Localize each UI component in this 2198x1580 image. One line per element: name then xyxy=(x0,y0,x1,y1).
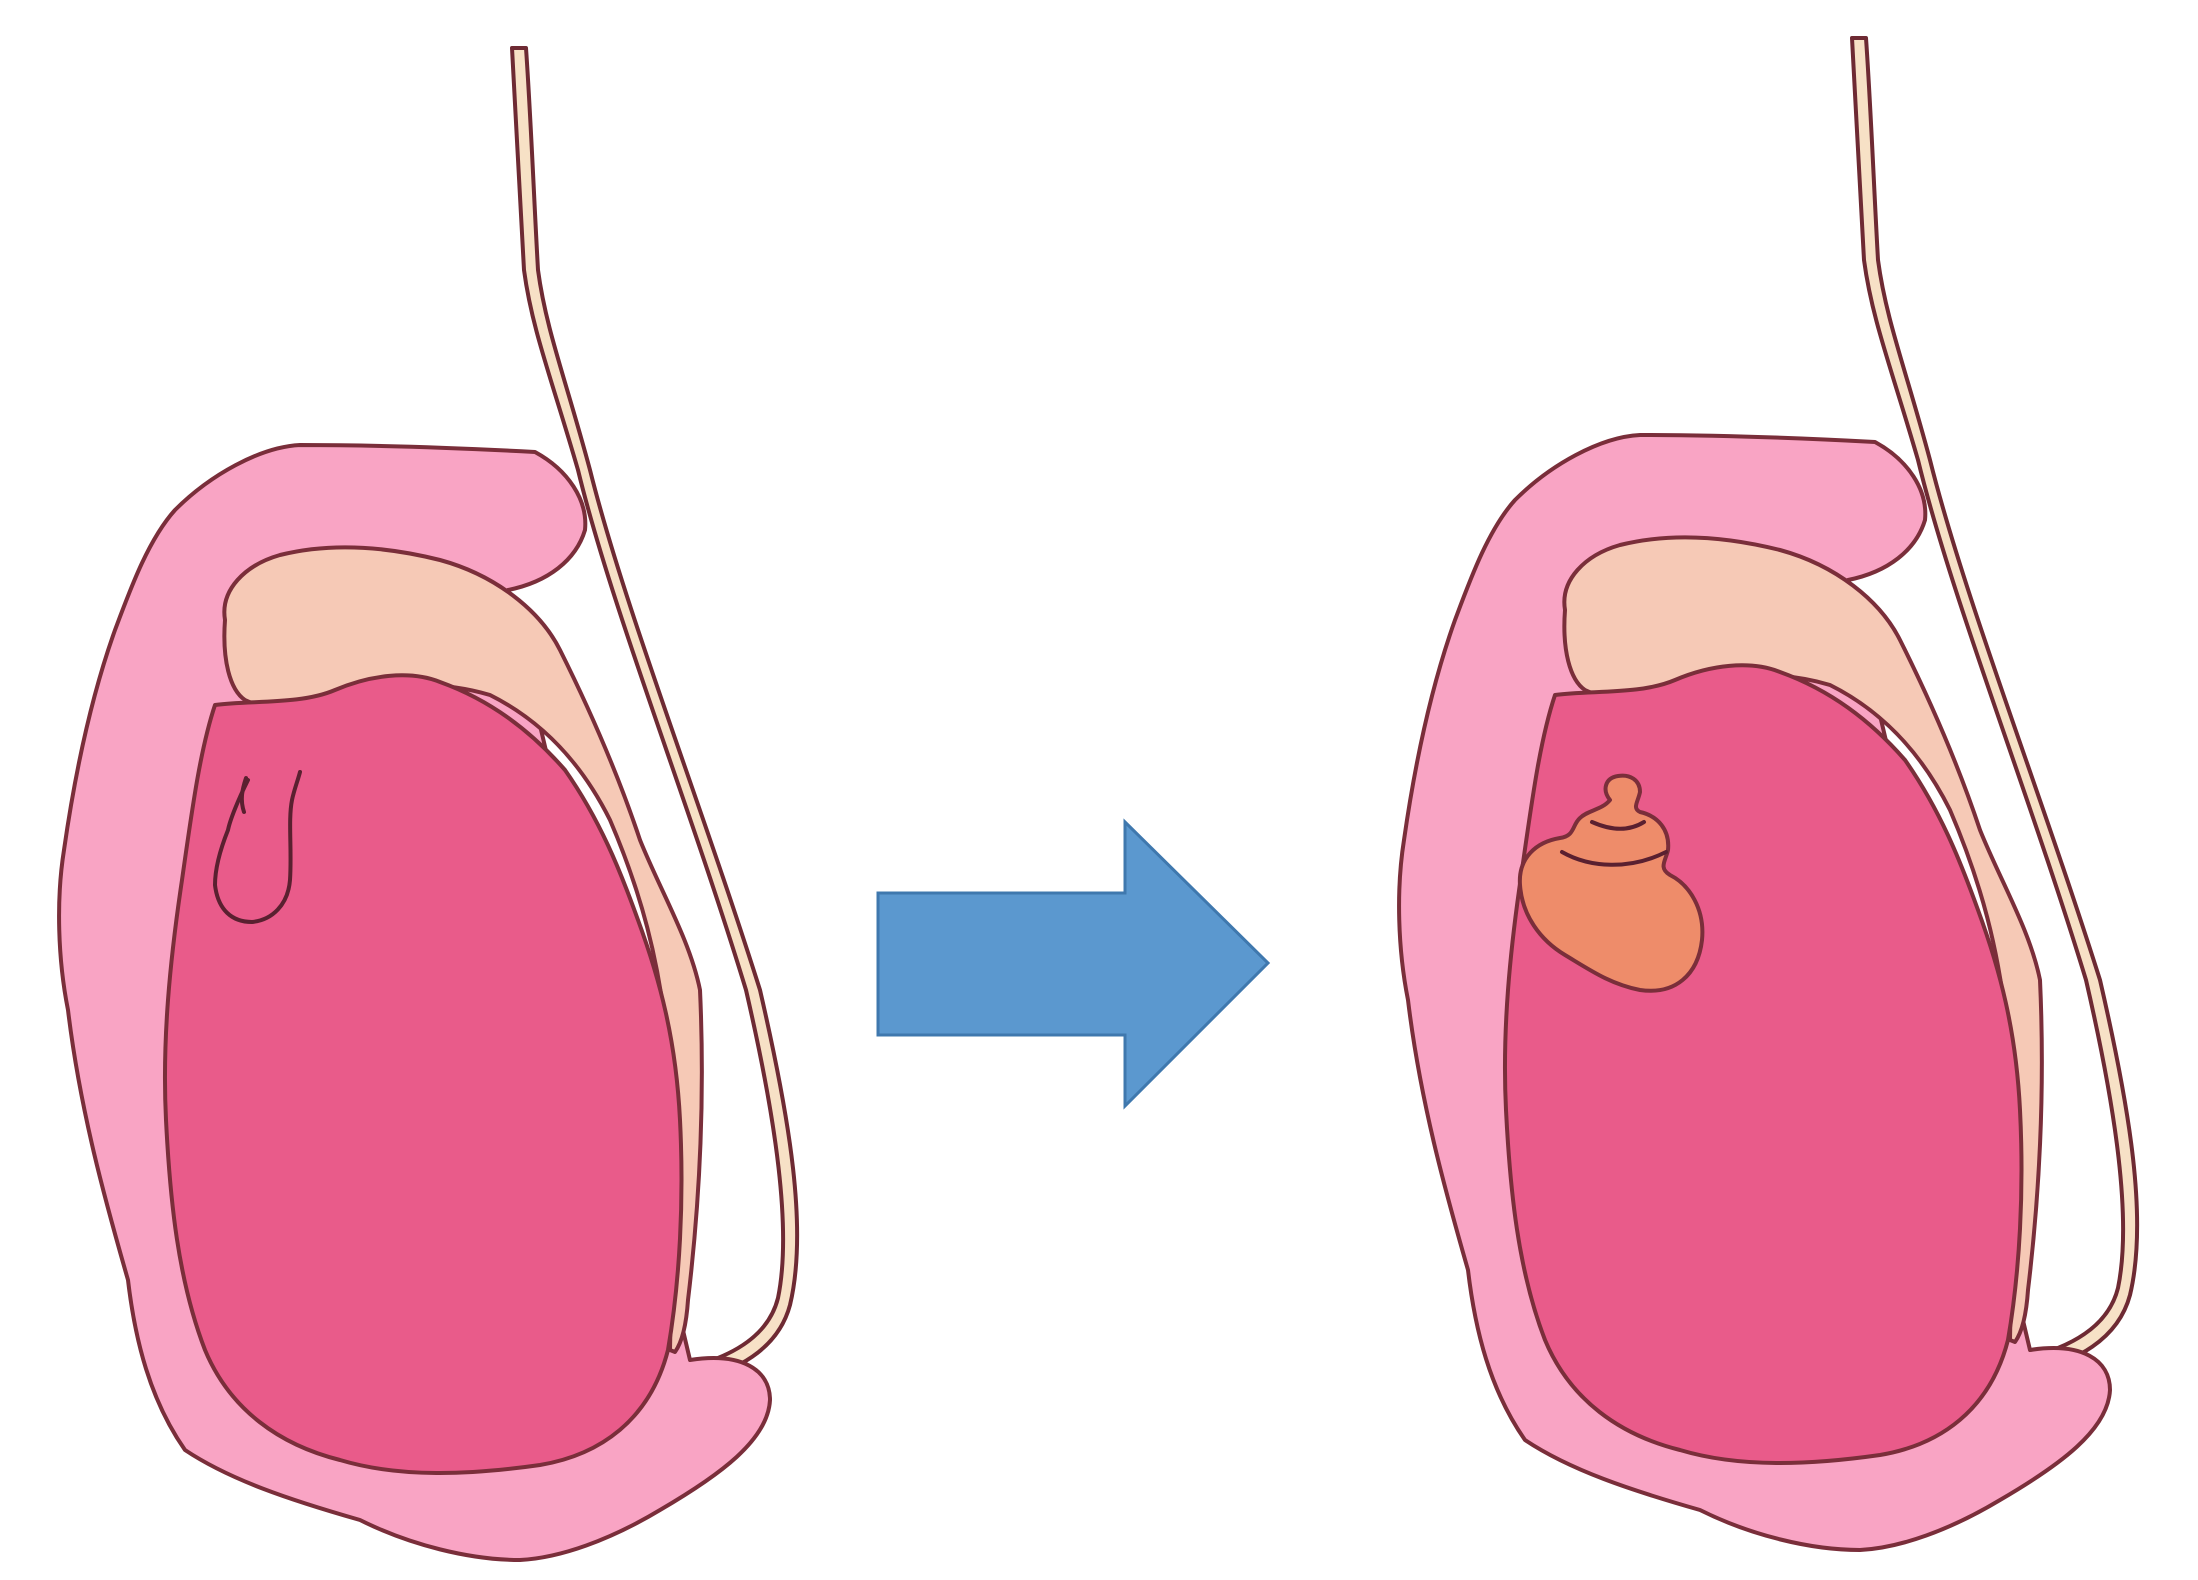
after-panel xyxy=(1399,38,2137,1550)
right-arrow-icon xyxy=(878,822,1268,1106)
before-panel xyxy=(59,48,797,1560)
before-testis-illustration xyxy=(59,48,797,1560)
after-testis-illustration xyxy=(1399,38,2137,1550)
progression-arrow xyxy=(878,822,1268,1106)
